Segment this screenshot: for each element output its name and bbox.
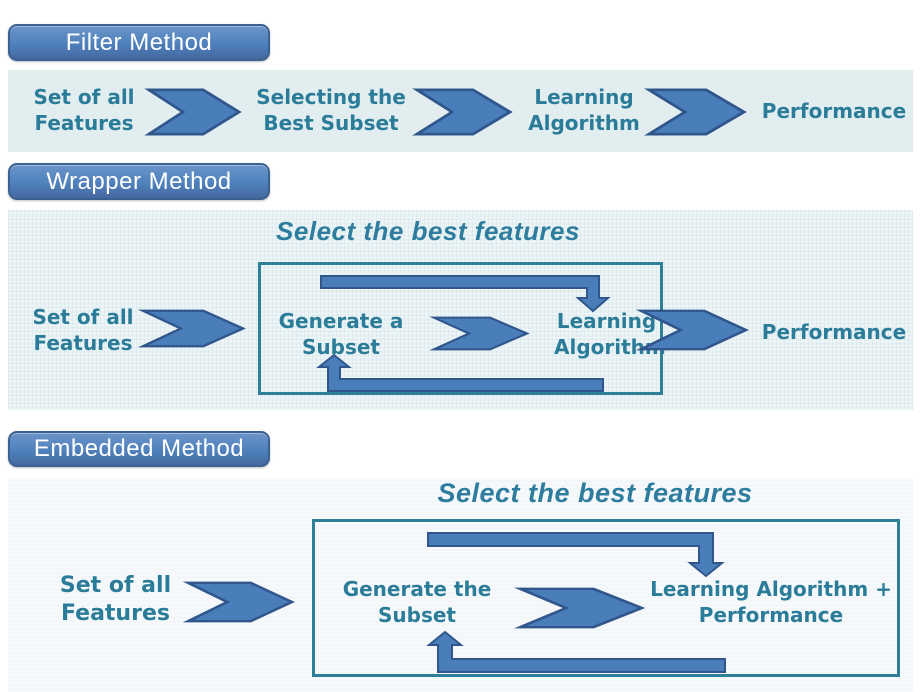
chevron-arrow-icon: [513, 587, 646, 629]
embedded-method-button: Embedded Method: [8, 431, 270, 467]
wrapper-method-button: Wrapper Method: [8, 163, 270, 200]
set-of-all-features-label: Set of all Features: [59, 573, 172, 627]
elbow-arrow-down-icon: [320, 275, 611, 313]
chevron-arrow-icon: [412, 88, 513, 136]
embedded-selection-box: Generate the Subset Learning Algorithm +…: [312, 519, 900, 677]
wrapper-selection-box: Generate a Subset Learning Algorithm: [258, 262, 666, 395]
performance-label: Performance: [761, 320, 907, 344]
filter-method-button: Filter Method: [8, 24, 270, 61]
elbow-arrow-down-icon: [427, 532, 725, 578]
embedded-panel-title: Select the best features: [437, 478, 753, 508]
selecting-best-subset-label: Selecting the Best Subset: [256, 85, 406, 135]
embedded-flow-panel: Select the best features Set of all Feat…: [8, 478, 913, 692]
chevron-arrow-icon: [137, 309, 246, 348]
chevron-arrow-icon: [644, 88, 747, 136]
chevron-arrow-icon: [635, 309, 749, 351]
set-of-all-features-label: Set of all Features: [33, 85, 135, 135]
generate-subset-label: Generate a Subset: [278, 309, 404, 359]
wrapper-panel-title: Select the best features: [276, 216, 580, 246]
chevron-arrow-icon: [429, 316, 530, 351]
generate-subset-label: Generate the Subset: [342, 577, 492, 627]
performance-label: Performance: [761, 99, 907, 123]
learning-algorithm-performance-label: Learning Algorithm + Performance: [650, 577, 892, 627]
chevron-arrow-icon: [144, 88, 242, 136]
wrapper-flow-panel: Select the best features Set of all Feat…: [8, 210, 913, 410]
learning-algorithm-label: Learning Algorithm: [528, 85, 640, 135]
elbow-arrow-up-icon: [316, 353, 604, 392]
filter-flow-band: Set of all Features Selecting the Best S…: [8, 70, 913, 152]
elbow-arrow-up-icon: [426, 630, 726, 673]
chevron-arrow-icon: [182, 581, 295, 623]
set-of-all-features-label: Set of all Features: [32, 305, 134, 355]
